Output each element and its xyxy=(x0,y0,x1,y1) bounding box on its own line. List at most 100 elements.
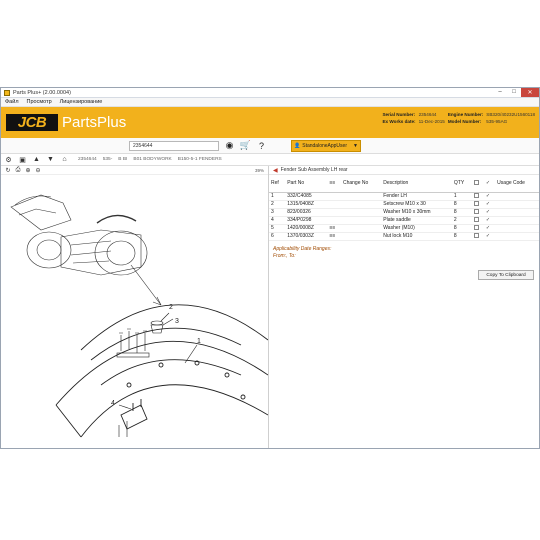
home-icon[interactable]: ⌂ xyxy=(62,156,67,163)
user-menu-button[interactable]: 👤 StandaloneAppUser ▼ xyxy=(291,140,361,152)
cell-part-no: 1315/0408Z xyxy=(285,200,328,209)
col-qty[interactable]: QTY xyxy=(451,175,472,193)
breadcrumb-item[interactable]: B150-5-1 FENDERS xyxy=(177,157,222,162)
table-row[interactable]: 1 332/C4085 Fender LH 1 ✓ xyxy=(269,192,539,201)
cell-qty: 8 xyxy=(451,208,472,217)
callout-2[interactable]: 2 xyxy=(169,304,173,311)
row-checkbox[interactable] xyxy=(473,217,479,223)
callout-4[interactable]: 4 xyxy=(111,400,115,407)
col-part-no[interactable]: Part No xyxy=(285,175,328,193)
col-usage[interactable]: Usage Code xyxy=(495,175,539,193)
breadcrumb-item[interactable]: 2354644 xyxy=(78,157,97,162)
cell-description: Washer M10 x 30mm xyxy=(381,208,452,217)
back-arrow-icon[interactable]: ◀ xyxy=(273,167,278,174)
cell-ref: 6 xyxy=(269,232,286,241)
model-label: Model Number: xyxy=(447,119,482,124)
cell-qty: 2 xyxy=(451,216,472,225)
parts-table: Ref Part No ≡≡ Change No Description QTY… xyxy=(269,175,539,241)
tick-icon: ✓ xyxy=(485,233,491,239)
cell-change-no xyxy=(340,224,382,233)
cell-usage xyxy=(495,232,539,241)
picture-icon[interactable]: ▣ xyxy=(19,156,26,164)
cell-ref: 3 xyxy=(269,208,286,217)
breadcrumb: 2354644 535- B BI B01 BODYWORK B150-5-1 … xyxy=(78,157,222,162)
down-arrow-icon[interactable]: ▼ xyxy=(47,156,54,163)
menu-licensing[interactable]: Лицензирование xyxy=(59,99,103,105)
up-arrow-icon[interactable]: ▲ xyxy=(33,156,40,163)
print-icon[interactable]: ⎙ xyxy=(15,166,21,173)
fender-sketch xyxy=(55,304,268,438)
exworks-value: 11-Dec-2015 xyxy=(418,119,445,124)
search-input[interactable] xyxy=(129,141,219,151)
serial-value: 2354644 xyxy=(418,112,437,117)
table-row[interactable]: 3 823/00326 Washer M10 x 30mm 8 ✓ xyxy=(269,208,539,217)
cell-tick: ✓ xyxy=(483,200,496,209)
bolts-sketch xyxy=(116,320,164,437)
settings-icon[interactable]: ⚙ xyxy=(5,156,12,164)
model-value: 535-95AG xyxy=(486,119,508,124)
callout-3[interactable]: 3 xyxy=(175,318,179,325)
cell-description: Plate saddle xyxy=(381,216,452,225)
breadcrumb-item[interactable]: B01 BODYWORK xyxy=(133,157,172,162)
user-icon: 👤 xyxy=(294,143,301,149)
cell-tick: ✓ xyxy=(483,232,496,241)
help-icon[interactable]: ? xyxy=(258,140,264,151)
parts-pane: ◀ Fender Sub Assembly LH rear Ref Part N… xyxy=(269,166,539,448)
zoom-out-icon[interactable]: ⊖ xyxy=(35,167,41,174)
assembly-header: ◀ Fender Sub Assembly LH rear xyxy=(269,166,539,175)
cell-part-no: 1420/0008Z xyxy=(285,224,328,233)
table-row[interactable]: 2 1315/0408Z Setscrew M10 x 30 8 ✓ xyxy=(269,200,539,209)
col-description[interactable]: Description xyxy=(381,175,452,193)
cell-qty: 8 xyxy=(451,232,472,241)
title-bar: Parts Plus+ (2.00.0004) – □ ✕ xyxy=(1,87,539,98)
col-select xyxy=(471,175,484,193)
exploded-diagram[interactable]: 1 2 3 4 xyxy=(1,175,268,441)
engine-label: Engine Number: xyxy=(447,112,484,117)
serial-label: Serial Number: xyxy=(382,112,416,117)
copy-to-clipboard-button[interactable]: Copy To Clipboard xyxy=(478,270,534,280)
binoculars-icon[interactable]: ◉ xyxy=(225,140,234,150)
engine-value: SB320/40232U1560118 xyxy=(486,112,535,117)
cart-icon[interactable]: 🛒 xyxy=(239,140,252,150)
cell-select xyxy=(471,192,484,201)
select-all-checkbox[interactable] xyxy=(473,180,479,186)
row-checkbox[interactable] xyxy=(473,193,479,199)
breadcrumb-item[interactable]: B BI xyxy=(118,157,128,162)
cell-part-no: 334/P0298 xyxy=(285,216,328,225)
table-row[interactable]: 5 1420/0008Z ≡≡ Washer (M10) 8 ✓ xyxy=(269,224,539,233)
cell-usage xyxy=(495,224,539,233)
app-window: Parts Plus+ (2.00.0004) – □ ✕ Файл Просм… xyxy=(0,87,540,449)
cell-change-no xyxy=(340,216,382,225)
main-content: ↻ ⎙ ⊕ ⊖ 39% xyxy=(1,166,539,448)
cell-description: Fender LH xyxy=(381,192,452,201)
product-name: PartsPlus xyxy=(62,114,127,131)
menu-file[interactable]: Файл xyxy=(5,99,19,105)
close-icon[interactable]: ✕ xyxy=(521,87,539,97)
callout-1[interactable]: 1 xyxy=(197,338,201,345)
row-checkbox[interactable] xyxy=(473,225,479,231)
tick-icon: ✓ xyxy=(485,180,491,187)
cell-group: ≡≡ xyxy=(327,232,341,241)
breadcrumb-item[interactable]: 535- xyxy=(102,157,113,162)
col-change-no[interactable]: Change No xyxy=(340,175,382,193)
cell-ref: 1 xyxy=(269,192,286,201)
row-checkbox[interactable] xyxy=(473,201,479,207)
menu-view[interactable]: Просмотр xyxy=(26,99,52,105)
row-checkbox[interactable] xyxy=(473,209,479,215)
maximize-icon[interactable]: □ xyxy=(512,89,516,95)
cell-group xyxy=(327,208,341,217)
diagram-tools: ↻ ⎙ ⊕ ⊖ 39% xyxy=(1,166,268,175)
cell-tick: ✓ xyxy=(483,216,496,225)
table-row[interactable]: 4 334/P0298 Plate saddle 2 ✓ xyxy=(269,216,539,225)
cell-ref: 5 xyxy=(269,224,286,233)
cell-description: Setscrew M10 x 30 xyxy=(381,200,452,209)
minimize-icon[interactable]: – xyxy=(498,89,502,95)
row-checkbox[interactable] xyxy=(473,233,479,239)
col-ref[interactable]: Ref xyxy=(269,175,286,193)
nav-bar: ⚙ ▣ ▲ ▼ ⌂ 2354644 535- B BI B01 BODYWORK… xyxy=(1,154,539,166)
rotate-icon[interactable]: ↻ xyxy=(5,167,11,174)
group-icon: ≡≡ xyxy=(329,180,336,187)
table-row[interactable]: 6 1370/0303Z ≡≡ Nut lock M10 8 ✓ xyxy=(269,232,539,241)
col-group: ≡≡ xyxy=(327,175,341,193)
zoom-in-icon[interactable]: ⊕ xyxy=(25,167,31,174)
